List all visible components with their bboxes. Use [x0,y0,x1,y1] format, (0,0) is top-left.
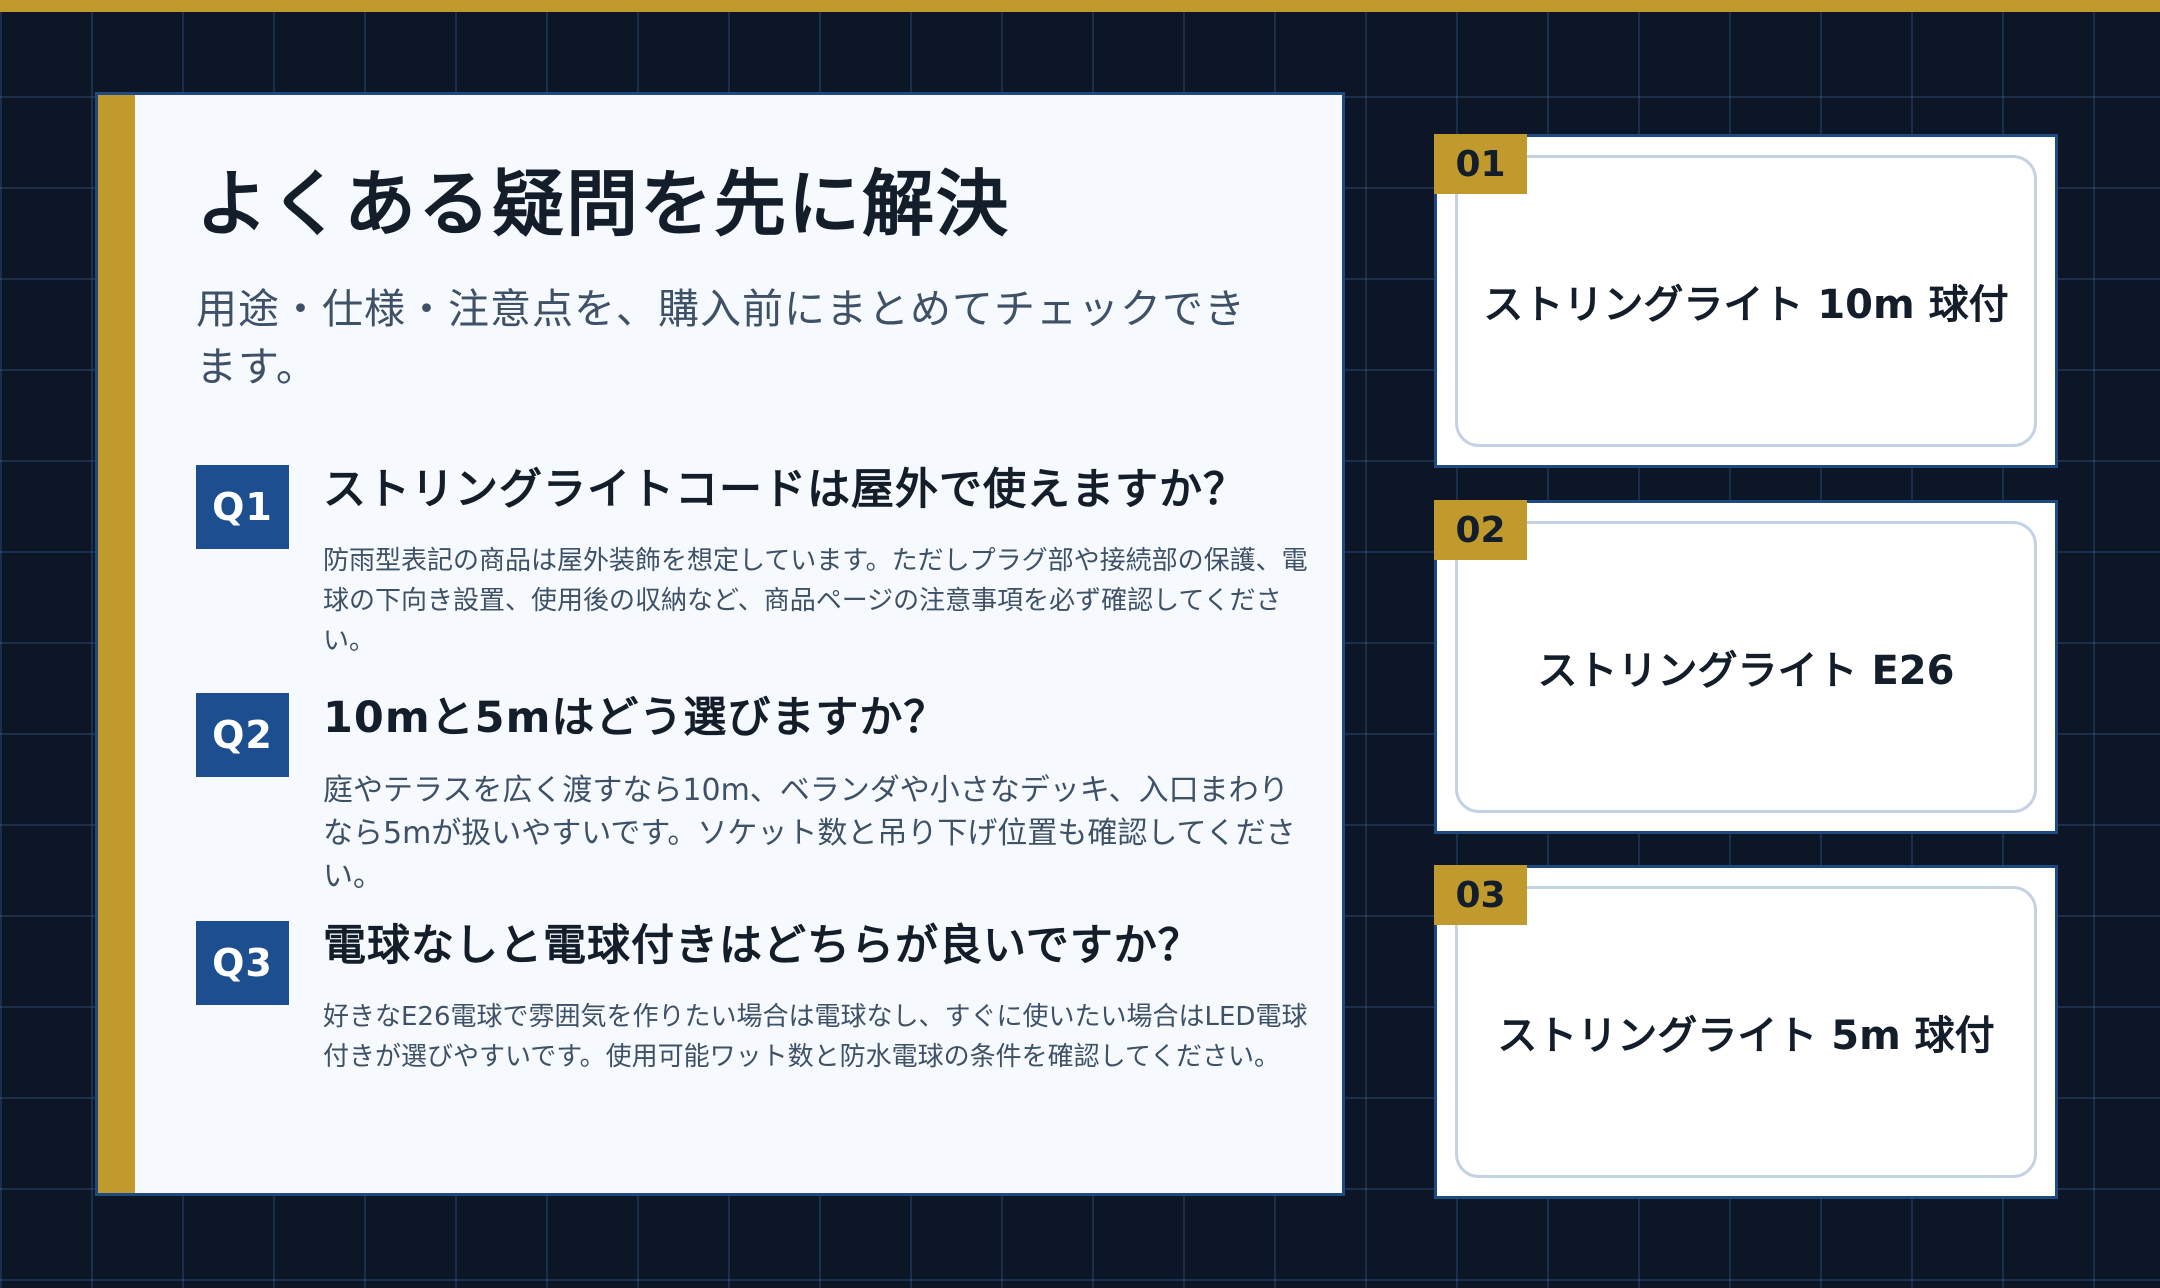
q1-question: ストリングライトコードは屋外で使えますか？ [323,465,1247,515]
product-card-03-label: ストリングライト 5m 球付 [1497,1013,1995,1059]
top-accent-bar [0,0,2160,12]
faq-accent-bar [98,95,135,1193]
faq-title: よくある疑問を先に解決 [196,162,1011,246]
q3-question: 電球なしと電球付きはどちらが良いですか？ [323,921,1202,971]
q1-answer: 防雨型表記の商品は屋外装飾を想定しています。ただしプラグ部や接続部の保護、電球の… [323,546,1308,656]
product-card-01-label: ストリングライト 10m 球付 [1483,282,2009,328]
product-card-03-number: 03 [1434,865,1527,925]
product-card-02-label: ストリングライト E26 [1537,648,1955,694]
product-card-01-inner: ストリングライト 10m 球付 [1455,155,2037,447]
product-card-01-number: 01 [1434,134,1527,194]
product-card-02-number: 02 [1434,500,1527,560]
product-card-02[interactable]: ストリングライト E26 02 [1434,500,2058,834]
q2-question: 10mと5mはどう選びますか？ [323,693,948,743]
faq-subtitle: 用途・仕様・注意点を、購入前にまとめてチェックできます。 [196,285,1246,391]
q1-badge: Q1 [196,465,289,549]
q2-answer: 庭やテラスを広く渡すなら10m、ベランダや小さなデッキ、入口まわりなら5mが扱い… [323,773,1296,894]
product-card-03-inner: ストリングライト 5m 球付 [1455,886,2037,1178]
faq-panel: よくある疑問を先に解決 用途・仕様・注意点を、購入前にまとめてチェックできます。… [95,92,1345,1196]
product-card-03[interactable]: ストリングライト 5m 球付 03 [1434,865,2058,1199]
product-card-01[interactable]: ストリングライト 10m 球付 01 [1434,134,2058,468]
q3-answer: 好きなE26電球で雰囲気を作りたい場合は電球なし、すぐに使いたい場合はLED電球… [323,1002,1308,1072]
q3-badge: Q3 [196,921,289,1005]
product-card-02-inner: ストリングライト E26 [1455,521,2037,813]
q2-badge: Q2 [196,693,289,777]
